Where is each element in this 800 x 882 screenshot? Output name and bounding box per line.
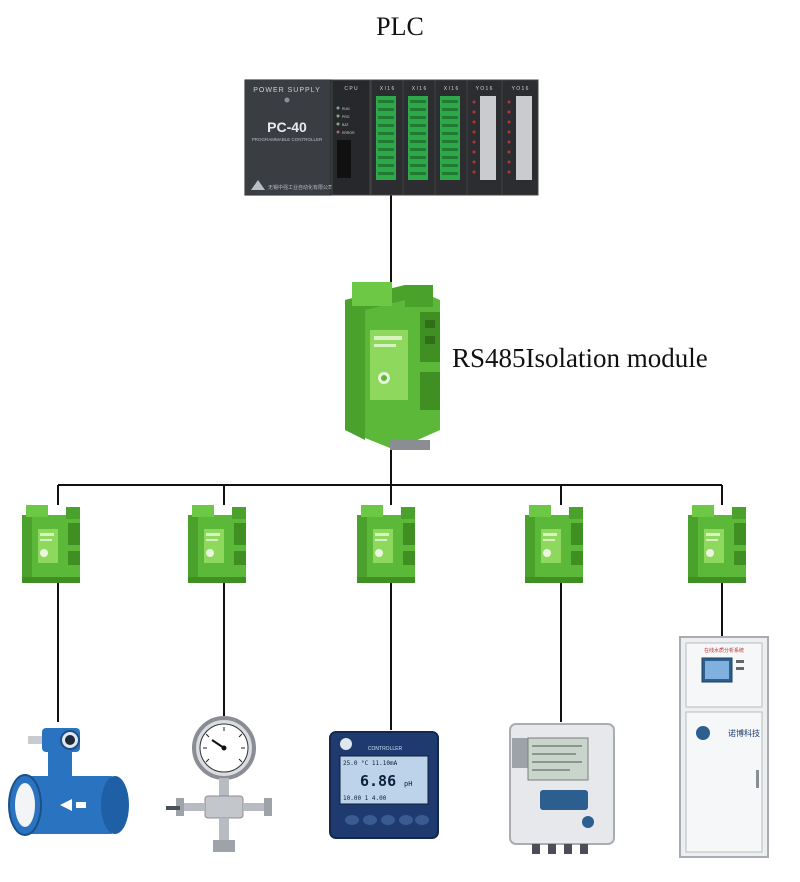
plc-device: POWER SUPPLY PC-40 PROGRAMMABLE CONTROLL… — [244, 79, 539, 196]
plc-model-subtitle: PROGRAMMABLE CONTROLLER — [252, 137, 323, 142]
io-module-3: X I 1 6 — [434, 79, 468, 196]
io-module-1: X I 1 6 — [370, 79, 404, 196]
status-leds: RUN PRG BAT ERROR — [336, 106, 355, 135]
controller-unit: pH — [404, 780, 412, 788]
io-module-4-label: Y O 1 6 — [476, 86, 493, 92]
led-prg: PRG — [342, 115, 350, 119]
led-error: ERROR — [342, 131, 355, 135]
io-module-5-label: Y O 1 6 — [512, 86, 529, 92]
analyzer-cabinet: 在线水质分析系统 诺博科技 — [679, 636, 769, 858]
led-bat: BAT — [342, 123, 349, 127]
io-module-4: Y O 1 6 — [466, 79, 503, 196]
isolation-module-1 — [22, 505, 80, 583]
plc-title: PLC — [376, 12, 424, 41]
isolation-module-2 — [188, 505, 246, 583]
cable-glands — [532, 844, 588, 854]
controller-line-1: 25.0 °C 11.10mA — [343, 760, 398, 767]
electromagnetic-flowmeter — [8, 728, 129, 836]
io-module-1-label: X I 1 6 — [380, 86, 395, 92]
maker-logo — [251, 180, 265, 190]
isolation-module-4 — [525, 505, 583, 583]
io-module-5: Y O 1 6 — [501, 79, 539, 196]
plc-model: PC-40 — [267, 119, 307, 135]
io-module-2: X I 1 6 — [402, 79, 436, 196]
cabinet-brand: 诺博科技 — [728, 728, 760, 738]
controller-main-value: 6.86 — [360, 772, 396, 790]
cpu-port — [337, 140, 351, 178]
plc-maker: 无锡中强工业自动化有限公司 — [268, 184, 333, 191]
io-module-2-label: X I 1 6 — [412, 86, 427, 92]
isolation-module-label: RS485Isolation module — [452, 343, 708, 373]
cpu-label: C P U — [344, 86, 358, 92]
power-supply-label: POWER SUPPLY — [253, 87, 321, 94]
water-quality-analyzer — [509, 723, 615, 854]
pressure-gauge — [166, 716, 272, 852]
connection-lines — [57, 195, 723, 730]
isolation-module-3 — [357, 505, 415, 583]
controller-line-3: 10.00 1 4.00 — [343, 795, 387, 802]
led-run: RUN — [342, 107, 350, 111]
cabinet-header: 在线水质分析系统 — [704, 647, 744, 654]
controller-keypad — [345, 815, 429, 825]
isolation-module-5 — [688, 505, 746, 583]
ph-controller: CONTROLLER 25.0 °C 11.10mA 6.86 pH 10.00… — [329, 731, 439, 839]
power-indicator — [284, 97, 290, 103]
rs485-isolation-module — [345, 282, 440, 450]
io-module-3-label: X I 1 6 — [444, 86, 459, 92]
controller-brand: CONTROLLER — [368, 746, 403, 752]
